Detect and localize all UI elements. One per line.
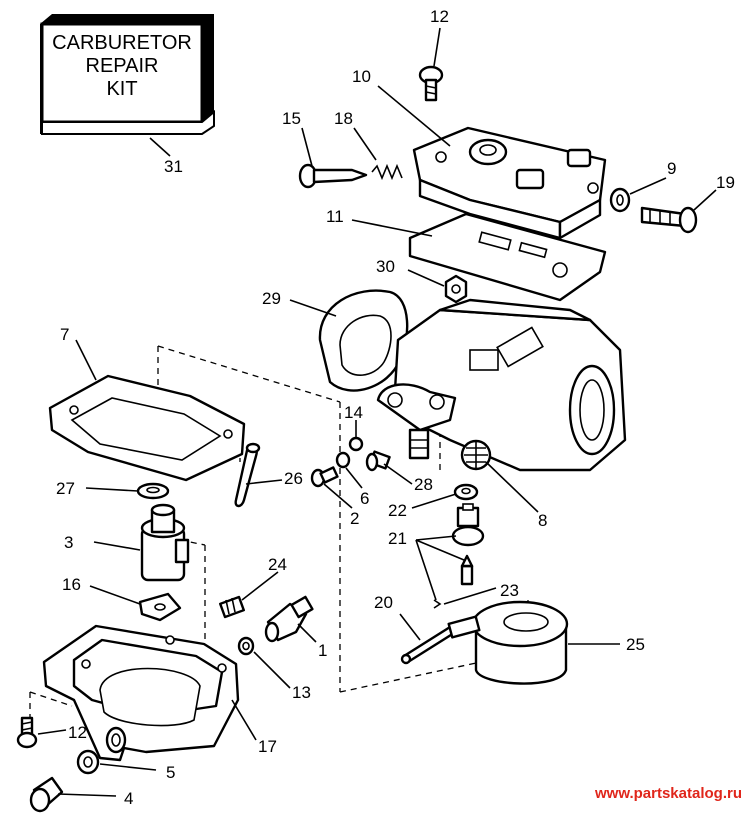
callout-6: 6 — [360, 489, 369, 508]
gasket-11 — [408, 212, 607, 302]
needle-seat-21 — [451, 503, 485, 547]
needle-21 — [460, 554, 474, 586]
plug-16 — [138, 592, 182, 622]
screw-12-top — [418, 65, 444, 102]
callout-4: 4 — [124, 789, 133, 808]
callout-7: 7 — [60, 325, 69, 344]
carburetor-top-cover — [412, 126, 607, 240]
kit-title-line2: REPAIR — [86, 55, 159, 77]
callout-10: 10 — [352, 67, 371, 86]
filter-screen-8 — [460, 439, 492, 471]
callout-13: 13 — [292, 683, 311, 702]
flange-gasket-29 — [318, 289, 409, 392]
callout-12-top: 12 — [430, 7, 449, 26]
screw-2 — [310, 466, 339, 488]
float-25 — [447, 600, 569, 685]
spring-18 — [371, 163, 403, 181]
washer-13 — [237, 636, 255, 656]
drain-plug-4 — [29, 776, 64, 813]
callout-12-bottom: 12 — [68, 723, 87, 742]
callout-2: 2 — [350, 509, 359, 528]
callout-29: 29 — [262, 289, 281, 308]
callout-30: 30 — [376, 257, 395, 276]
nozzle-3 — [140, 503, 190, 582]
callout-11: 11 — [326, 207, 344, 226]
callout-18: 18 — [334, 109, 353, 128]
kit-title-line1: CARBURETOR — [52, 32, 192, 54]
callout-31: 31 — [164, 157, 183, 176]
float-bowl-gasket-7 — [48, 374, 246, 482]
callout-8: 8 — [538, 511, 547, 530]
callout-19: 19 — [716, 173, 735, 192]
screw-24 — [219, 595, 245, 619]
callout-25: 25 — [626, 635, 645, 654]
callout-16: 16 — [62, 575, 81, 594]
nut-14 — [348, 436, 364, 452]
callout-1: 1 — [318, 641, 327, 660]
callout-leader-lines — [37, 27, 717, 797]
washer-6 — [335, 451, 351, 469]
clip-23 — [433, 599, 442, 609]
callout-22: 22 — [388, 501, 407, 520]
callout-20: 20 — [374, 593, 393, 612]
washer-9 — [609, 187, 631, 213]
washer-22 — [453, 483, 479, 501]
callout-28: 28 — [414, 475, 433, 494]
callout-27: 27 — [56, 479, 75, 498]
carburetor-repair-kit-box: CARBURETOR REPAIR KIT — [40, 14, 215, 135]
kit-title-line3: KIT — [106, 78, 137, 100]
fitting-1 — [264, 595, 314, 643]
washer-5 — [76, 749, 100, 775]
callout-23: 23 — [500, 581, 519, 600]
callout-17: 17 — [258, 737, 277, 756]
nut-30 — [444, 274, 468, 304]
callout-15: 15 — [282, 109, 301, 128]
callout-26: 26 — [284, 469, 303, 488]
callout-21: 21 — [388, 529, 407, 548]
callout-14: 14 — [344, 403, 363, 422]
callout-numbers: 12 10 15 18 9 19 11 30 29 7 14 26 6 27 2… — [56, 7, 735, 808]
washer-27 — [136, 482, 170, 500]
watermark-text: www.partskatalog.ru — [594, 785, 742, 802]
callout-9: 9 — [667, 159, 676, 178]
needle-screw-15 — [298, 163, 368, 189]
callout-3: 3 — [64, 533, 73, 552]
float-bowl-17 — [42, 624, 240, 762]
tube-26 — [234, 442, 261, 508]
callout-5: 5 — [166, 763, 175, 782]
screw-19 — [640, 206, 698, 234]
carburetor-body — [376, 298, 627, 472]
screw-28 — [365, 450, 391, 472]
screw-12-bottom — [16, 716, 38, 749]
callout-24: 24 — [268, 555, 287, 574]
